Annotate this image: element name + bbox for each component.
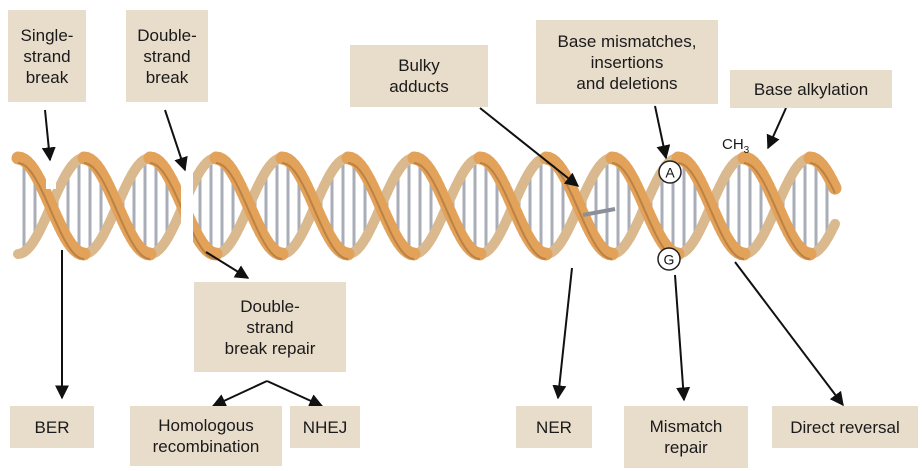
double-strand-break-label: Double- strand break xyxy=(126,10,208,102)
strand-shadow-segment xyxy=(834,191,835,193)
base-a-marker: A xyxy=(659,161,681,183)
ner-label: NER xyxy=(516,406,592,448)
base-a-label: A xyxy=(665,165,675,181)
strand-shadow-segment xyxy=(681,163,684,164)
strand-shadow-segment xyxy=(210,257,213,258)
arrow-to-nhej xyxy=(267,381,322,406)
strand-shadow-segment xyxy=(144,257,147,258)
ch3-subscript: 3 xyxy=(744,145,750,156)
strand-shadow-segment xyxy=(21,163,24,164)
arrow-to-ner xyxy=(558,268,572,398)
arrow-base-mismatch xyxy=(655,106,666,158)
strand-shadow-segment xyxy=(87,163,90,164)
strand-shadow-segment xyxy=(738,257,741,258)
ch3-label: CH3 xyxy=(722,136,749,156)
base-g-marker: G xyxy=(658,248,680,270)
nhej-label: NHEJ xyxy=(290,406,360,448)
strand-shadow-segment xyxy=(351,163,354,164)
strand-shadow-segment xyxy=(408,257,411,258)
arrow-to-direct-reversal xyxy=(735,262,843,405)
base-mismatches-label: Base mismatches, insertions and deletion… xyxy=(536,20,718,104)
strand-shadow-segment xyxy=(747,163,750,164)
arrow-to-mismatch-repair xyxy=(675,275,684,400)
strand-shadow-segment xyxy=(483,163,486,164)
strand-shadow-segment xyxy=(342,257,345,258)
dsb-repair-label: Double- strand break repair xyxy=(194,282,346,372)
base-g-label: G xyxy=(664,252,675,268)
arrow-double-strand-break xyxy=(165,110,185,170)
bulky-adducts-label: Bulky adducts xyxy=(350,45,488,107)
strand-shadow-segment xyxy=(540,257,543,258)
single-strand-break-gap xyxy=(46,163,56,189)
arrow-to-dsb-repair xyxy=(206,252,248,278)
strand-shadow-segment xyxy=(153,163,156,164)
double-strand-break-gap xyxy=(181,166,193,242)
strand-shadow-segment xyxy=(606,257,609,258)
homologous-recombination-label: Homologous recombination xyxy=(130,406,282,466)
strand-shadow-segment xyxy=(804,257,807,258)
single-strand-break-label: Single- strand break xyxy=(8,10,86,102)
mismatch-repair-label: Mismatch repair xyxy=(624,406,748,468)
front-strand-segment xyxy=(834,186,835,188)
back-strand-segment xyxy=(834,224,835,226)
ch3-text: CH xyxy=(722,136,744,153)
strand-shadow-segment xyxy=(615,163,618,164)
arrow-single-strand-break xyxy=(45,110,50,160)
ber-label: BER xyxy=(10,406,94,448)
arrow-to-homologous-recombination xyxy=(213,381,267,406)
strand-shadow-segment xyxy=(474,257,477,258)
strand-shadow-segment xyxy=(285,163,288,164)
direct-reversal-label: Direct reversal xyxy=(772,406,918,448)
base-alkylation-label: Base alkylation xyxy=(730,70,892,108)
strand-shadow-segment xyxy=(78,257,81,258)
strand-shadow-segment xyxy=(219,163,222,164)
arrow-base-alkylation xyxy=(768,108,786,148)
strand-shadow-segment xyxy=(813,163,816,164)
strand-shadow-segment xyxy=(417,163,420,164)
strand-shadow-segment xyxy=(276,257,279,258)
